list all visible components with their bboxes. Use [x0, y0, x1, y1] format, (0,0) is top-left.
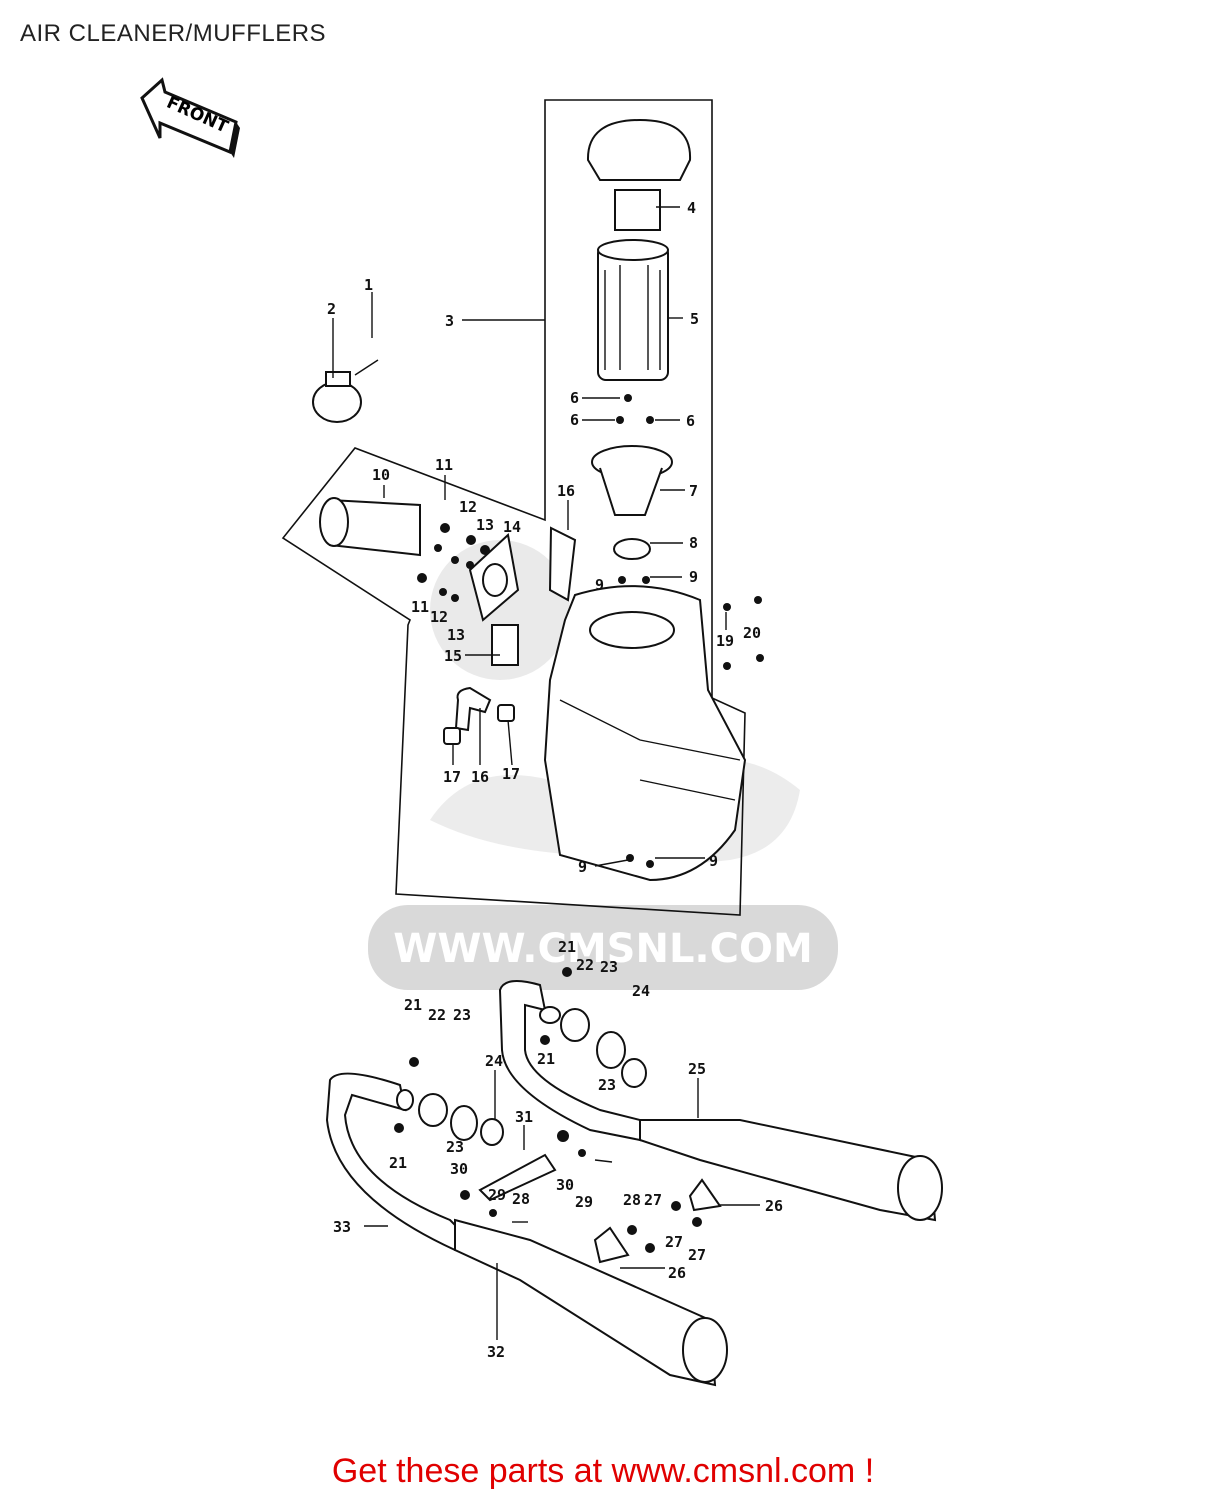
callout-12a: 12 [459, 498, 477, 516]
callout-28a: 28 [623, 1191, 641, 1209]
callout-19: 19 [716, 632, 734, 650]
callout-14: 14 [503, 518, 521, 536]
callout-30a: 30 [556, 1176, 574, 1194]
exhaust-holders [364, 967, 722, 1264]
intake-duct [319, 497, 421, 557]
callout-33: 33 [333, 1218, 351, 1236]
callout-9d: 9 [709, 852, 718, 870]
callout-10: 10 [372, 466, 390, 484]
callout-24a: 24 [632, 982, 650, 1000]
callout-9c: 9 [578, 858, 587, 876]
air-cleaner-housing [543, 585, 747, 882]
air-cleaner-cap [586, 118, 692, 231]
callout-16b: 16 [471, 768, 489, 786]
callout-22b: 22 [428, 1006, 446, 1024]
callout-24b: 24 [485, 1052, 503, 1070]
front-arrow-icon: FRONT [140, 77, 240, 158]
right-exhaust-pipe [498, 980, 943, 1222]
callout-21d: 21 [389, 1154, 407, 1172]
callout-17a: 17 [443, 768, 461, 786]
drain-hose [443, 624, 519, 745]
callout-11a: 11 [435, 456, 453, 474]
watermark-text: WWW.CMSNL.COM [393, 926, 813, 972]
hose-clamp [312, 359, 379, 423]
callout-2: 2 [327, 300, 336, 318]
callout-20: 20 [743, 624, 761, 642]
callout-6c: 6 [686, 412, 695, 430]
callout-27b: 27 [665, 1233, 683, 1251]
callout-27a: 27 [644, 1191, 662, 1209]
callout-6a: 6 [570, 389, 579, 407]
callout-25: 25 [688, 1060, 706, 1078]
callout-6b: 6 [570, 411, 579, 429]
callout-9b: 9 [689, 568, 698, 586]
footer-promo-text: Get these parts at www.cmsnl.com ! [331, 1452, 875, 1490]
leader-lines [332, 206, 760, 1340]
air-cleaner-seat [591, 445, 673, 560]
callout-8: 8 [689, 534, 698, 552]
callout-30b: 30 [450, 1160, 468, 1178]
callout-23a: 23 [600, 958, 618, 976]
callout-11b: 11 [411, 598, 429, 616]
callout-12b: 12 [430, 608, 448, 626]
page-title: AIR CLEANER/MUFFLERS [20, 20, 327, 47]
callout-5: 5 [690, 310, 699, 328]
callout-23d: 23 [446, 1138, 464, 1156]
callout-26b: 26 [668, 1264, 686, 1282]
callout-3: 3 [445, 312, 454, 330]
callout-17b: 17 [502, 765, 520, 783]
callout-13a: 13 [476, 516, 494, 534]
callout-22a: 22 [576, 956, 594, 974]
callout-16a: 16 [557, 482, 575, 500]
callout-28b: 28 [512, 1190, 530, 1208]
callout-15: 15 [444, 647, 462, 665]
callout-23b: 23 [453, 1006, 471, 1024]
callout-31: 31 [515, 1108, 533, 1126]
callout-29a: 29 [575, 1193, 593, 1211]
callout-21b: 21 [404, 996, 422, 1014]
callout-1: 1 [364, 276, 373, 294]
callout-9a: 9 [595, 576, 604, 594]
callout-labels: 1 2 3 4 5 6 6 6 7 8 9 9 9 9 10 11 11 12 … [327, 199, 783, 1361]
callout-23c: 23 [598, 1076, 616, 1094]
callout-4: 4 [687, 199, 696, 217]
callout-26a: 26 [765, 1197, 783, 1215]
callout-21c: 21 [537, 1050, 555, 1068]
callout-32: 32 [487, 1343, 505, 1361]
callout-7: 7 [689, 482, 698, 500]
callout-13b: 13 [447, 626, 465, 644]
callout-27c: 27 [688, 1246, 706, 1264]
intake-flange [468, 526, 577, 622]
air-cleaner-boundary [281, 99, 746, 916]
air-filter-element [597, 239, 669, 381]
callout-21a: 21 [558, 938, 576, 956]
callout-29b: 29 [488, 1186, 506, 1204]
left-exhaust-pipe [325, 1072, 728, 1387]
